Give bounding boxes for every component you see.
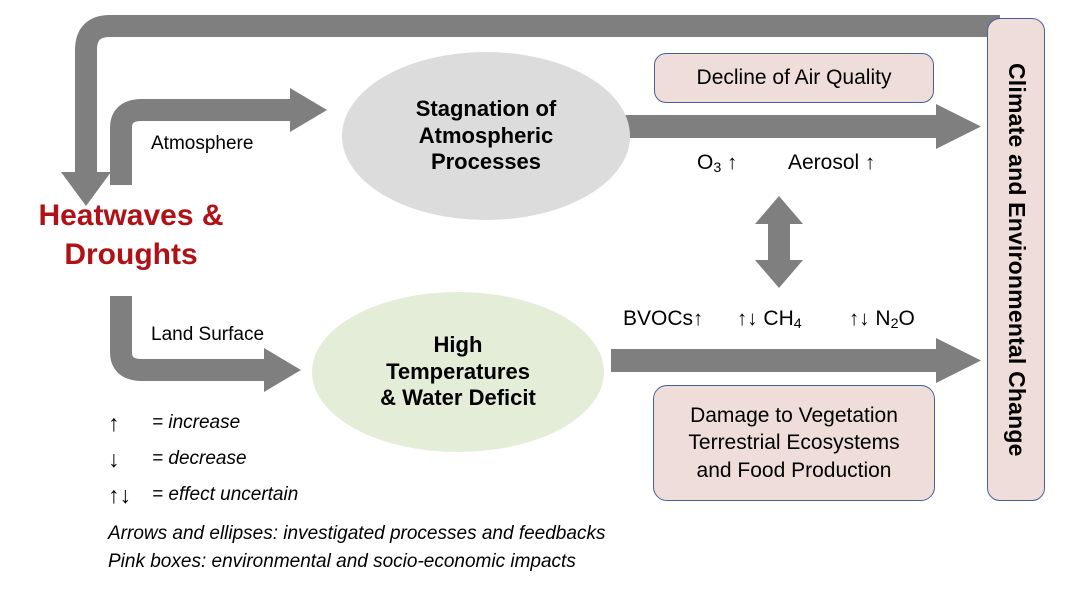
decrease-arrow-icon: ↓ <box>108 445 120 472</box>
species-label-nitrous-oxide: ↑↓ N2O <box>849 307 915 332</box>
process-node-atmospheric-stagnation: Stagnation of Atmospheric Processes <box>342 52 630 220</box>
land-line3: & Water Deficit <box>380 385 536 411</box>
species-label-ozone: O3 ↑ <box>697 151 737 176</box>
damage-line2: Terrestrial Ecosystems <box>688 431 900 455</box>
nitrous-oxide-subscript: 2 <box>890 316 899 333</box>
increase-arrow-icon: ↑ <box>108 409 120 436</box>
ozone-trend-arrow-icon: ↑ <box>727 151 738 174</box>
page-title-line2: Droughts <box>64 238 198 271</box>
impact-box-air-quality: Decline of Air Quality <box>654 53 934 103</box>
aerosol-trend-arrow-icon: ↑ <box>865 151 876 174</box>
nitrous-oxide-formula-n: N <box>875 307 891 330</box>
legend-item-label: = increase <box>152 412 241 433</box>
land-to-climate-arrow <box>611 338 981 383</box>
methane-subscript: 4 <box>793 316 802 333</box>
impact-air-quality-label: Decline of Air Quality <box>696 66 892 90</box>
legend: ↑ = increase ↓ = decrease ↑↓ = effect un… <box>108 405 628 513</box>
damage-line3: and Food Production <box>696 458 892 482</box>
impact-box-climate-change: Climate and Environmental Change <box>987 18 1045 501</box>
methane-formula-base: CH <box>763 307 794 330</box>
species-label-methane: ↑↓ CH4 <box>737 307 802 332</box>
nitrous-oxide-formula-o: O <box>898 307 915 330</box>
bvocs-trend-arrow-icon: ↑ <box>693 307 704 330</box>
legend-note-pink-boxes: Pink boxes: environmental and socio-econ… <box>108 550 576 572</box>
bidirectional-coupling-arrow <box>755 196 803 288</box>
damage-line1: Damage to Vegetation <box>690 404 898 428</box>
legend-item-label: = decrease <box>152 448 247 469</box>
legend-item: ↑↓ = effect uncertain <box>108 477 628 513</box>
bvocs-name: BVOCs <box>623 307 694 330</box>
atmospheric-line3: Processes <box>430 149 542 175</box>
atmospheric-line1: Stagnation of <box>415 95 557 121</box>
methane-uncertain-arrow-icon: ↑↓ <box>737 307 758 330</box>
species-label-bvocs: BVOCs↑ <box>623 307 703 331</box>
atmospheric-line2: Atmospheric <box>418 122 554 148</box>
land-line1: High <box>433 331 483 357</box>
process-node-high-temperatures: High Temperatures & Water Deficit <box>312 292 604 452</box>
aerosol-name: Aerosol <box>788 151 860 174</box>
climate-change-label: Climate and Environmental Change <box>1003 62 1030 457</box>
legend-item: ↑ = increase <box>108 405 628 441</box>
page-title-line1: Heatwaves & <box>38 199 224 232</box>
uncertain-arrow-icon: ↑↓ <box>108 481 131 508</box>
pathway-label-land-surface: Land Surface <box>151 324 265 345</box>
nitrous-oxide-uncertain-arrow-icon: ↑↓ <box>849 307 870 330</box>
pathway-label-atmosphere: Atmosphere <box>151 133 254 154</box>
page-title: Heatwaves & Droughts <box>16 196 246 274</box>
ozone-subscript: 3 <box>713 160 722 177</box>
legend-item: ↓ = decrease <box>108 441 628 477</box>
species-label-aerosol: Aerosol ↑ <box>788 151 875 175</box>
ozone-formula-base: O <box>697 151 714 174</box>
legend-item-label: = effect uncertain <box>152 484 299 505</box>
atmospheric-to-climate-arrow <box>611 104 981 149</box>
legend-note-arrows-ellipses: Arrows and ellipses: investigated proces… <box>108 523 606 544</box>
legend-notes: Arrows and ellipses: investigated proces… <box>108 520 605 575</box>
impact-box-vegetation-damage: Damage to Vegetation Terrestrial Ecosyst… <box>653 385 935 501</box>
land-line2: Temperatures <box>386 358 530 384</box>
